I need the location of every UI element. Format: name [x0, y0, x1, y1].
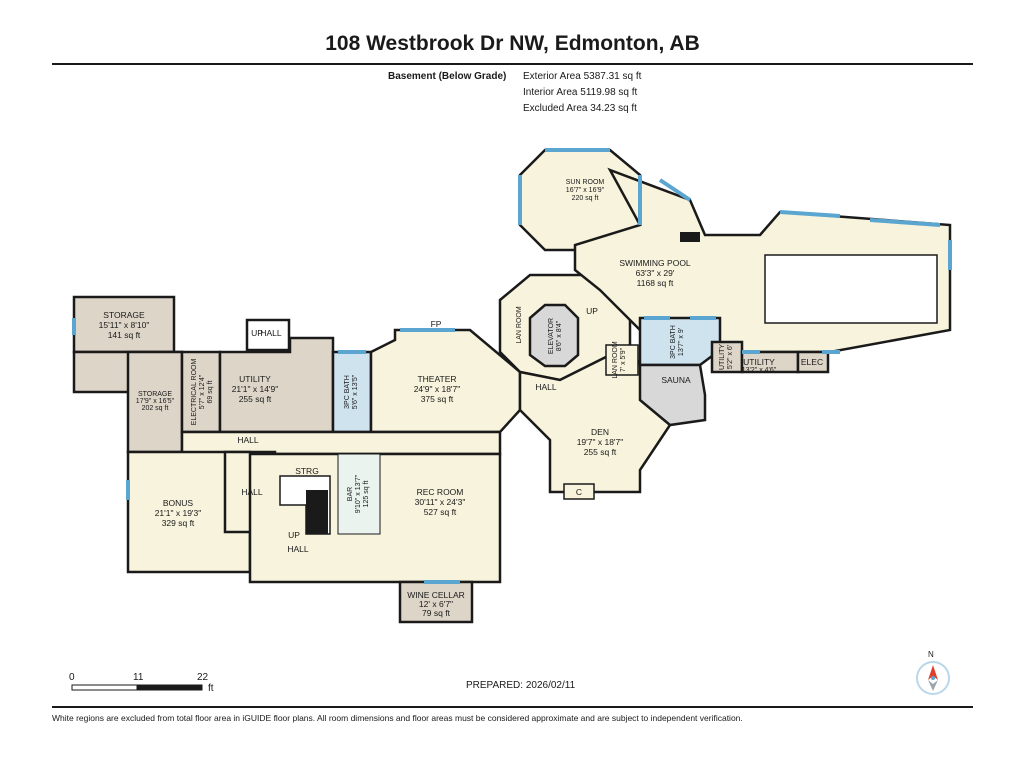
dims-electrical-room: 5'7" x 12'4"	[199, 374, 206, 409]
pool-equipment-block	[680, 232, 700, 242]
dims-sun-room: 16'7" x 16'9"	[566, 187, 605, 194]
dims-theater: 24'9" x 18'7"	[414, 384, 461, 394]
compass-north-label: N	[928, 650, 934, 659]
label-theater: THEATER	[417, 374, 456, 384]
label-wine-cellar: WINE CELLAR	[407, 590, 465, 600]
label-utility-right: UTILITY	[743, 357, 775, 367]
label-up-stairs: UP	[288, 530, 300, 540]
excluded-area: Excluded Area 34.23 sq ft	[523, 103, 637, 114]
area-storage-top: 141 sq ft	[108, 330, 141, 340]
label-hall-left: HALL	[241, 487, 263, 497]
label-closet-c: C	[576, 487, 582, 497]
dims-3pc-bath-left: 5'6" x 13'5"	[352, 374, 359, 409]
area-den: 255 sq ft	[584, 447, 617, 457]
room-utility-small	[710, 340, 744, 374]
label-3pc-bath-right: 3PC BATH	[670, 325, 677, 359]
dims-3pc-bath-right: 13'7" x 9'	[678, 328, 685, 356]
dims-storage-top: 15'11" x 8'10"	[99, 320, 150, 330]
label-hall-tiny: HALL	[260, 328, 282, 338]
dims-swimming-pool: 63'3" x 29'	[636, 268, 675, 278]
label-3pc-bath-left: 3PC BATH	[344, 375, 351, 409]
dims-lan-room-b: 7' x 5'9"	[620, 347, 627, 372]
label-utility-mid: UTILITY	[239, 374, 271, 384]
north-compass	[916, 661, 950, 695]
room-bar	[337, 453, 381, 535]
dims-storage-left: 17'9" x 16'5"	[136, 398, 175, 405]
dims-bonus: 21'1" x 19'3"	[155, 508, 202, 518]
top-rule	[52, 63, 973, 65]
area-theater: 375 sq ft	[421, 394, 454, 404]
dims-elevator: 8'6" x 8'4"	[556, 320, 563, 351]
label-utility-small: UTILITY	[719, 344, 726, 370]
room-sauna	[638, 363, 707, 427]
label-bonus: BONUS	[163, 498, 194, 508]
label-hall-top: HALL	[237, 435, 259, 445]
scale-bar	[71, 684, 203, 691]
label-sun-room: SUN ROOM	[566, 179, 605, 186]
scale-tick-22: 22	[197, 672, 209, 683]
label-hall-center: HALL	[535, 382, 557, 392]
label-lan-room-a: LAN ROOM	[516, 306, 523, 344]
dims-bar: 9'10" x 13'7"	[355, 474, 362, 513]
dims-den: 19'7" x 18'7"	[577, 437, 624, 447]
area-electrical-room: 69 sq ft	[207, 380, 214, 403]
label-den: DEN	[591, 427, 609, 437]
label-electrical-room: ELECTRICAL ROOM	[191, 359, 198, 426]
label-sauna: SAUNA	[661, 375, 691, 385]
label-up-hall: UP	[251, 328, 263, 338]
plan-title: 108 Westbrook Dr NW, Edmonton, AB	[325, 32, 700, 55]
room-storage-top	[72, 295, 176, 354]
label-bar: BAR	[347, 487, 354, 501]
label-storage-left: STORAGE	[138, 391, 172, 398]
exterior-area: Exterior Area 5387.31 sq ft	[523, 71, 642, 82]
scale-unit: ft	[208, 683, 214, 694]
bottom-rule	[52, 706, 973, 708]
dims-wine-cellar: 12' x 6'7"	[419, 599, 453, 609]
hall-top-strip	[180, 430, 502, 456]
label-swimming-pool: SWIMMING POOL	[619, 258, 691, 268]
up-hall-box	[245, 318, 291, 352]
room-3pc-bath-left	[331, 350, 373, 434]
closet-c	[563, 483, 595, 500]
label-up-top: UP	[586, 306, 598, 316]
label-elevator: ELEVATOR	[548, 318, 555, 354]
label-fp: FP	[431, 319, 442, 329]
pool-basin	[764, 254, 938, 324]
label-lan-room-b: LAN ROOM	[612, 341, 619, 379]
room-elec	[796, 350, 830, 374]
area-utility-mid: 255 sq ft	[239, 394, 272, 404]
room-elevator	[528, 303, 580, 368]
dims-rec-room: 30'11" x 24'3"	[415, 497, 466, 507]
room-lan-b	[605, 344, 639, 376]
label-hall-bottom: HALL	[287, 544, 309, 554]
label-rec-room: REC ROOM	[417, 487, 464, 497]
area-sun-room: 220 sq ft	[572, 195, 599, 202]
area-rec-room: 527 sq ft	[424, 507, 457, 517]
area-storage-left: 202 sq ft	[142, 405, 169, 412]
dims-utility-right: 13'2" x 4'6"	[742, 367, 777, 374]
room-den	[518, 343, 672, 494]
area-swimming-pool: 1168 sq ft	[637, 278, 674, 288]
room-storage-left	[126, 350, 184, 454]
dims-utility-mid: 21'1" x 14'9"	[232, 384, 279, 394]
label-elec: ELEC	[801, 357, 823, 367]
level-label: Basement (Below Grade)	[388, 71, 507, 82]
area-bar: 125 sq ft	[363, 481, 370, 508]
windows	[72, 148, 952, 584]
label-storage-top: STORAGE	[103, 310, 145, 320]
room-wine-cellar	[398, 580, 474, 624]
dims-utility-small: 5'2" x 6'	[727, 345, 734, 369]
area-wine-cellar: 79 sq ft	[422, 608, 451, 618]
scale-tick-0: 0	[69, 672, 75, 683]
area-bonus: 329 sq ft	[162, 518, 195, 528]
prepared-date: PREPARED: 2026/02/11	[466, 680, 576, 691]
label-strg: STRG	[295, 466, 319, 476]
disclaimer: White regions are excluded from total fl…	[52, 713, 743, 723]
scale-tick-11: 11	[133, 672, 144, 683]
room-electrical	[180, 350, 222, 434]
interior-area: Interior Area 5119.98 sq ft	[523, 87, 638, 98]
